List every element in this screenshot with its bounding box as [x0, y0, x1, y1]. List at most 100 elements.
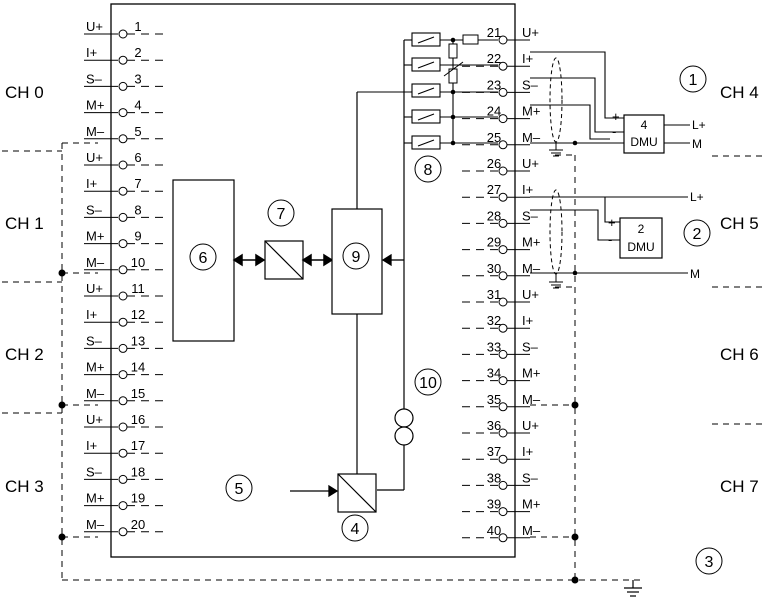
- left-terminal-number: 2: [134, 45, 141, 60]
- current-source-upper: [394, 408, 414, 428]
- left-terminal-19: M+19: [84, 491, 165, 511]
- left-terminal-number: 14: [131, 360, 145, 375]
- transducer-4wire-label: DMU: [630, 135, 657, 149]
- left-terminal-number: 3: [134, 71, 141, 86]
- right-terminal-number: 27: [487, 182, 501, 197]
- left-terminal-number: 5: [134, 124, 141, 139]
- right-terminal-signal: I+: [522, 444, 533, 459]
- callout-3-text: 3: [705, 554, 714, 571]
- right-terminal-number: 29: [487, 235, 501, 250]
- arrow-into-block-9: [381, 253, 404, 267]
- left-terminal-number: 6: [134, 150, 141, 165]
- left-terminal-5: M–5: [84, 124, 165, 144]
- left-terminal-number: 4: [134, 98, 141, 113]
- right-terminal-signal: M+: [522, 235, 540, 250]
- channel-label-ch5: CH 5: [720, 214, 759, 233]
- transducer-4wire-plus: +: [612, 109, 620, 124]
- left-terminal-signal: S–: [86, 71, 103, 86]
- channel-separators: [2, 150, 766, 425]
- left-terminal-signal: I+: [86, 176, 97, 191]
- channel-label-ch3: CH 3: [5, 477, 44, 496]
- multiplexer-switches: [411, 32, 441, 150]
- callout-5-text: 5: [235, 481, 244, 498]
- left-terminal-signal: M–: [86, 255, 105, 270]
- switch-junctions: [450, 37, 456, 146]
- left-terminal-number: 7: [134, 176, 141, 191]
- right-terminal-number: 30: [487, 261, 501, 276]
- left-terminal-3: S– 3: [84, 71, 165, 91]
- double-arrow-left: [232, 253, 266, 267]
- right-terminal-number: 25: [487, 130, 501, 145]
- left-terminal-signal: U+: [86, 150, 103, 165]
- left-terminal-17: I+17: [84, 438, 165, 458]
- right-terminal-number: 39: [487, 497, 501, 512]
- left-terminal-number: 17: [131, 438, 145, 453]
- ground-icon: [624, 580, 642, 597]
- left-terminal-signal: M+: [86, 360, 104, 375]
- right-terminal-number: 35: [487, 392, 501, 407]
- left-terminal-6: U+ 6: [84, 150, 165, 170]
- left-terminal-number: 8: [134, 202, 141, 217]
- callout-9-text: 9: [352, 249, 361, 266]
- right-terminal-number: 24: [487, 104, 501, 119]
- rail-m-2: M: [690, 267, 700, 281]
- left-terminal-number: 12: [131, 307, 145, 322]
- module-housing: [110, 3, 516, 558]
- transducer-2wire-number: 2: [638, 222, 645, 236]
- right-terminal-signal: M–: [522, 392, 541, 407]
- resistor-top: [462, 34, 479, 45]
- rail-l-plus-1: L+: [692, 118, 706, 132]
- callout-8: [414, 155, 442, 183]
- right-terminal-signal: M+: [522, 366, 540, 381]
- callout-10: [414, 368, 442, 396]
- rail-l-plus-2: L+: [690, 190, 704, 204]
- left-bus-junctions: [58, 269, 66, 541]
- arrow-into-converter-4: [290, 484, 339, 498]
- callout-6: [189, 243, 217, 271]
- cable-shield-1: [549, 57, 563, 143]
- left-terminal-12: I+ 12: [84, 307, 165, 327]
- left-terminal-number: 18: [131, 464, 145, 479]
- left-terminal-2: I+2: [84, 45, 165, 65]
- right-terminal-number: 31: [487, 287, 501, 302]
- left-terminal-15: M–15: [84, 386, 165, 406]
- callout-2-text: 2: [693, 226, 702, 243]
- callout-2: [683, 219, 711, 247]
- left-terminal-number: 10: [131, 255, 145, 270]
- left-terminal-1: U+1: [84, 19, 165, 39]
- left-terminal-number: 16: [131, 412, 145, 427]
- resistor-vertical-1: [448, 43, 458, 59]
- double-arrow-right: [301, 253, 334, 267]
- callout-8-text: 8: [424, 162, 433, 179]
- callout-9: [342, 242, 370, 270]
- right-terminal-number: 26: [487, 156, 501, 171]
- left-terminal-7: I+ 7: [84, 176, 165, 196]
- left-terminal-9: M+9: [84, 229, 165, 249]
- transducer-2wire-minus: -: [608, 232, 612, 247]
- right-terminal-signal: S–: [522, 470, 539, 485]
- transducer-2wire: [619, 217, 663, 259]
- right-terminal-signal: M–: [522, 130, 541, 145]
- block-6: [172, 179, 235, 342]
- callout-4-text: 4: [351, 521, 360, 538]
- right-terminal-25: 25 M–: [462, 130, 541, 150]
- left-terminal-number: 13: [131, 333, 145, 348]
- left-terminal-signal: M–: [86, 386, 105, 401]
- left-terminal-signal: M–: [86, 517, 105, 532]
- left-terminal-signal: I+: [86, 307, 97, 322]
- right-terminal-number: 21: [487, 25, 501, 40]
- left-terminal-signal: S–: [86, 333, 103, 348]
- callout-1: [679, 65, 707, 93]
- left-terminal-number: 9: [134, 229, 141, 244]
- right-terminal-number: 28: [487, 208, 501, 223]
- rail-m-1: M: [692, 137, 702, 151]
- left-terminal-4: M+4: [84, 98, 165, 118]
